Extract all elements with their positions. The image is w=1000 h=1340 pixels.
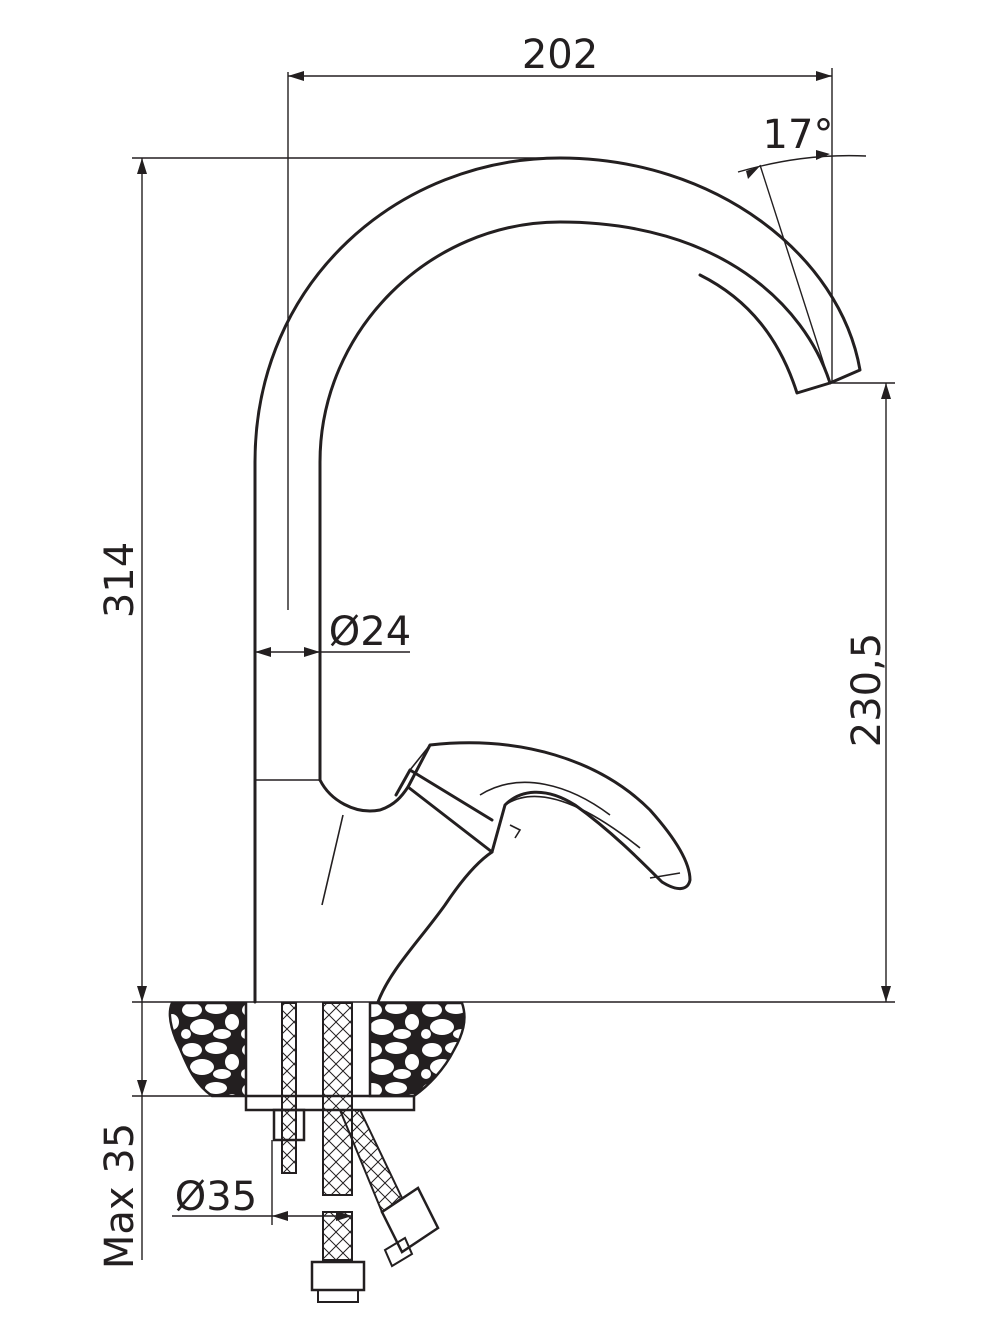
total-height-label: 314 <box>97 542 143 618</box>
countertop-section <box>168 1001 466 1098</box>
faucet-body <box>253 156 862 1004</box>
spout-height-label: 230,5 <box>844 633 890 748</box>
lever-handle <box>394 741 692 890</box>
spout-angle-label: 17° <box>763 112 834 158</box>
thread-diameter-label: Ø35 <box>175 1174 257 1220</box>
body-diameter-label: Ø24 <box>329 609 411 655</box>
dimension-lines <box>132 68 895 1260</box>
width-top-label: 202 <box>522 32 598 78</box>
max-thickness-label: Max 35 <box>97 1123 143 1269</box>
